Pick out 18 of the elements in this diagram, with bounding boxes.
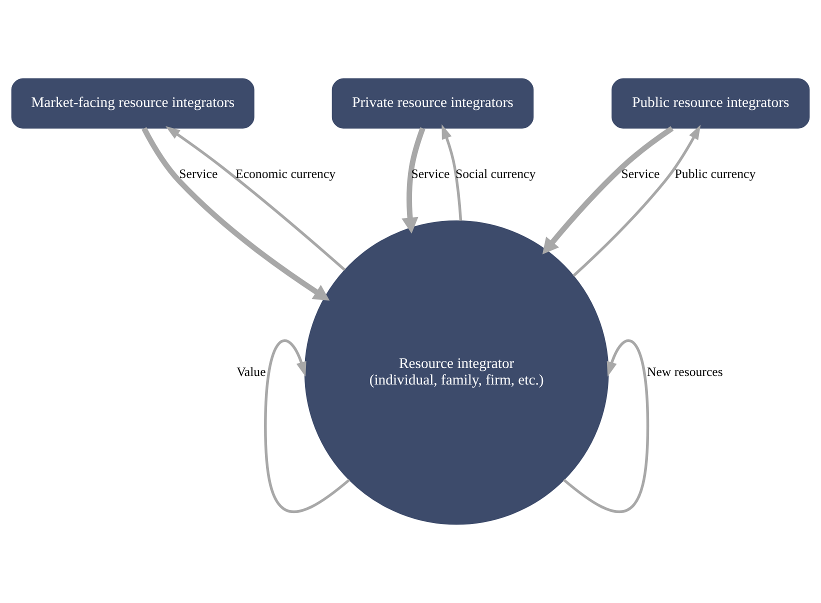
node-circle: Resource integrator (individual, family, firm, etc.): [304, 220, 609, 525]
arrow: [142, 127, 330, 301]
edge-label: Public currency: [674, 166, 756, 181]
edge-label: Service: [179, 166, 218, 181]
arrow: [572, 124, 701, 277]
edge-label: Social currency: [455, 166, 536, 181]
node-box: Private resource integrators: [332, 78, 534, 129]
edge-label: Service: [621, 166, 660, 181]
arrow: [402, 127, 426, 234]
arrow: [442, 124, 462, 221]
edge-label: Economic currency: [235, 166, 336, 181]
arrow: [542, 126, 674, 254]
node-box: Market-facing resource integrators: [11, 78, 254, 129]
node-box: Public resource integrators: [612, 78, 810, 129]
edge-label: Value: [236, 364, 266, 379]
edge-label: Service: [411, 166, 450, 181]
arrow: [165, 126, 346, 271]
edge-label: New resources: [646, 364, 723, 379]
